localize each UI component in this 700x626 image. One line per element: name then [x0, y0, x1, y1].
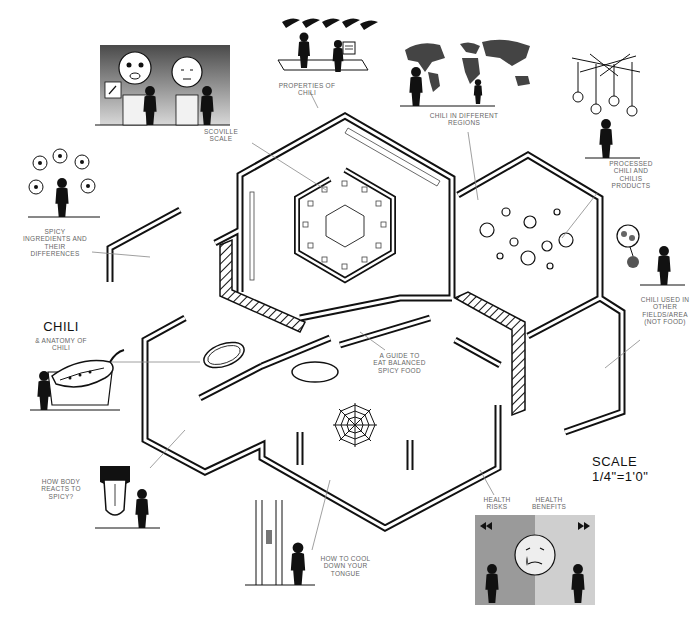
heading-label: SCALE: [592, 455, 662, 469]
room-label: CHILI IN DIFFERENT REGIONS: [428, 112, 500, 127]
heading-label: 1/4"=1'0": [592, 470, 682, 484]
room-label: HOW BODY REACTS TO SPICY?: [30, 478, 92, 500]
room-label: PROPERTIES OF CHILI: [278, 82, 336, 97]
room-label: CHILI USED IN OTHER FIELDS/AREA (NOT FOO…: [636, 296, 694, 326]
heading-label: CHILI: [36, 320, 86, 334]
room-label: HEALTH RISKS: [480, 496, 514, 511]
room-label: A GUIDE TO EAT BALANCED SPICY FOOD: [372, 352, 427, 374]
room-label: & ANATOMY OF CHILI: [30, 337, 92, 352]
room-label: PROCESSED CHILI AND CHILIS PRODUCTS: [602, 160, 660, 190]
room-label: HEALTH BENEFITS: [528, 496, 570, 511]
room-label: SCOVILLE SCALE: [192, 128, 250, 143]
room-label: SPICY INGREDIENTS AND THEIR DIFFERENCES: [20, 228, 90, 258]
room-label: HOW TO COOL DOWN YOUR TONGUE: [318, 555, 373, 577]
